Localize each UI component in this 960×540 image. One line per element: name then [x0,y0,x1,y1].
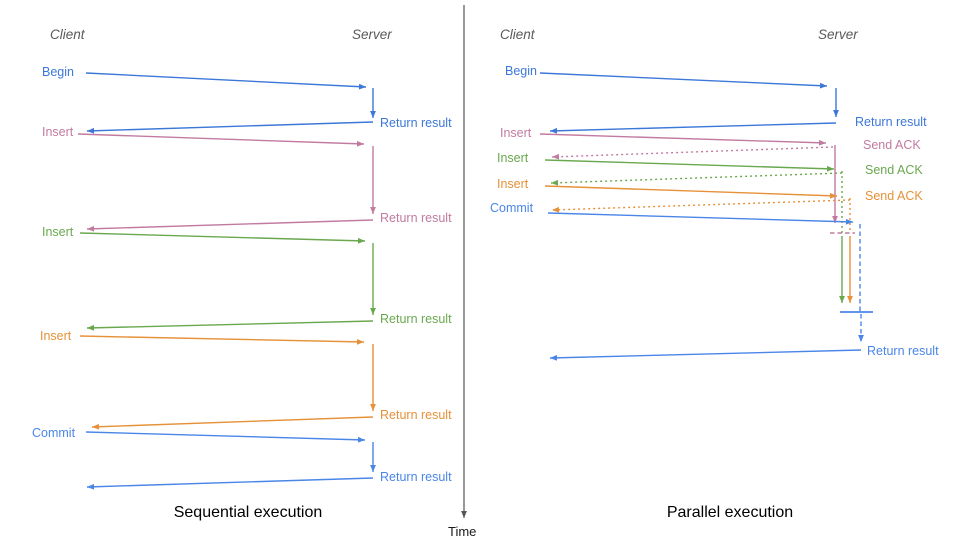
par-client-column-label: Client [500,27,535,42]
seq-insert1-label: Insert [42,125,74,139]
par-begin-request-arrow [539,72,828,89]
seq-insert1-result-label: Return result [380,211,452,225]
par-begin-label: Begin [505,64,537,78]
par-insert1-ack-label: Send ACK [863,138,921,152]
par-commit-result-label: Return result [867,344,939,358]
par-begin-result-label: Return result [855,115,927,129]
seq-insert2-result-label: Return result [380,312,452,326]
seq-insert2-label: Insert [42,225,74,239]
seq-insert2-request-arrow [79,232,366,244]
par-commit-request-arrow [547,212,854,225]
par-insert3-ack-arrow [551,199,851,213]
par-title: Parallel execution [666,504,794,521]
par-begin-flow [539,72,839,134]
seq-insert3-flow [79,335,376,430]
seq-insert3-request-arrow [79,335,365,345]
par-commit-response-arrow [549,349,862,361]
seq-begin-label: Begin [42,65,74,79]
seq-commit-label: Commit [32,426,76,440]
seq-title: Sequential execution [173,504,323,521]
par-insert3-ack-label: Send ACK [865,189,923,203]
seq-insert2-response-arrow [86,320,374,331]
seq-insert2-flow [79,232,376,331]
seq-begin-result-label: Return result [380,116,452,130]
par-server-column-label: Server [818,27,858,42]
seq-server-column-label: Server [352,27,392,42]
par-commit-label: Commit [490,201,534,215]
seq-commit-response-arrow [86,477,374,490]
par-insert3-flow [544,185,853,303]
seq-begin-response-arrow [86,121,374,134]
par-insert1-label: Insert [500,126,532,140]
par-insert2-request-arrow [544,159,835,172]
par-insert3-request-arrow [544,185,838,199]
seq-insert3-result-label: Return result [380,408,452,422]
seq-commit-request-arrow [85,431,366,443]
seq-insert1-request-arrow [77,133,365,147]
seq-insert3-response-arrow [91,416,374,430]
seq-client-column-label: Client [50,27,85,42]
seq-commit-flow [85,431,376,490]
par-begin-response-arrow [549,122,837,134]
seq-begin-flow [85,72,376,134]
par-insert1-ack-arrow [551,146,834,160]
seq-begin-request-arrow [85,72,367,90]
par-insert2-flow [544,159,845,303]
seq-insert3-label: Insert [40,329,72,343]
par-insert2-ack-label: Send ACK [865,163,923,177]
par-insert1-flow [539,133,855,234]
par-insert2-label: Insert [497,151,529,165]
seq-insert1-flow [77,133,376,232]
par-insert3-label: Insert [497,177,529,191]
par-insert1-request-arrow [539,133,827,146]
seq-commit-result-label: Return result [380,470,452,484]
par-commit-flow [547,212,873,361]
seq-insert1-response-arrow [86,219,374,232]
time-axis-label: Time [448,524,477,539]
par-insert2-ack-arrow [550,172,843,186]
